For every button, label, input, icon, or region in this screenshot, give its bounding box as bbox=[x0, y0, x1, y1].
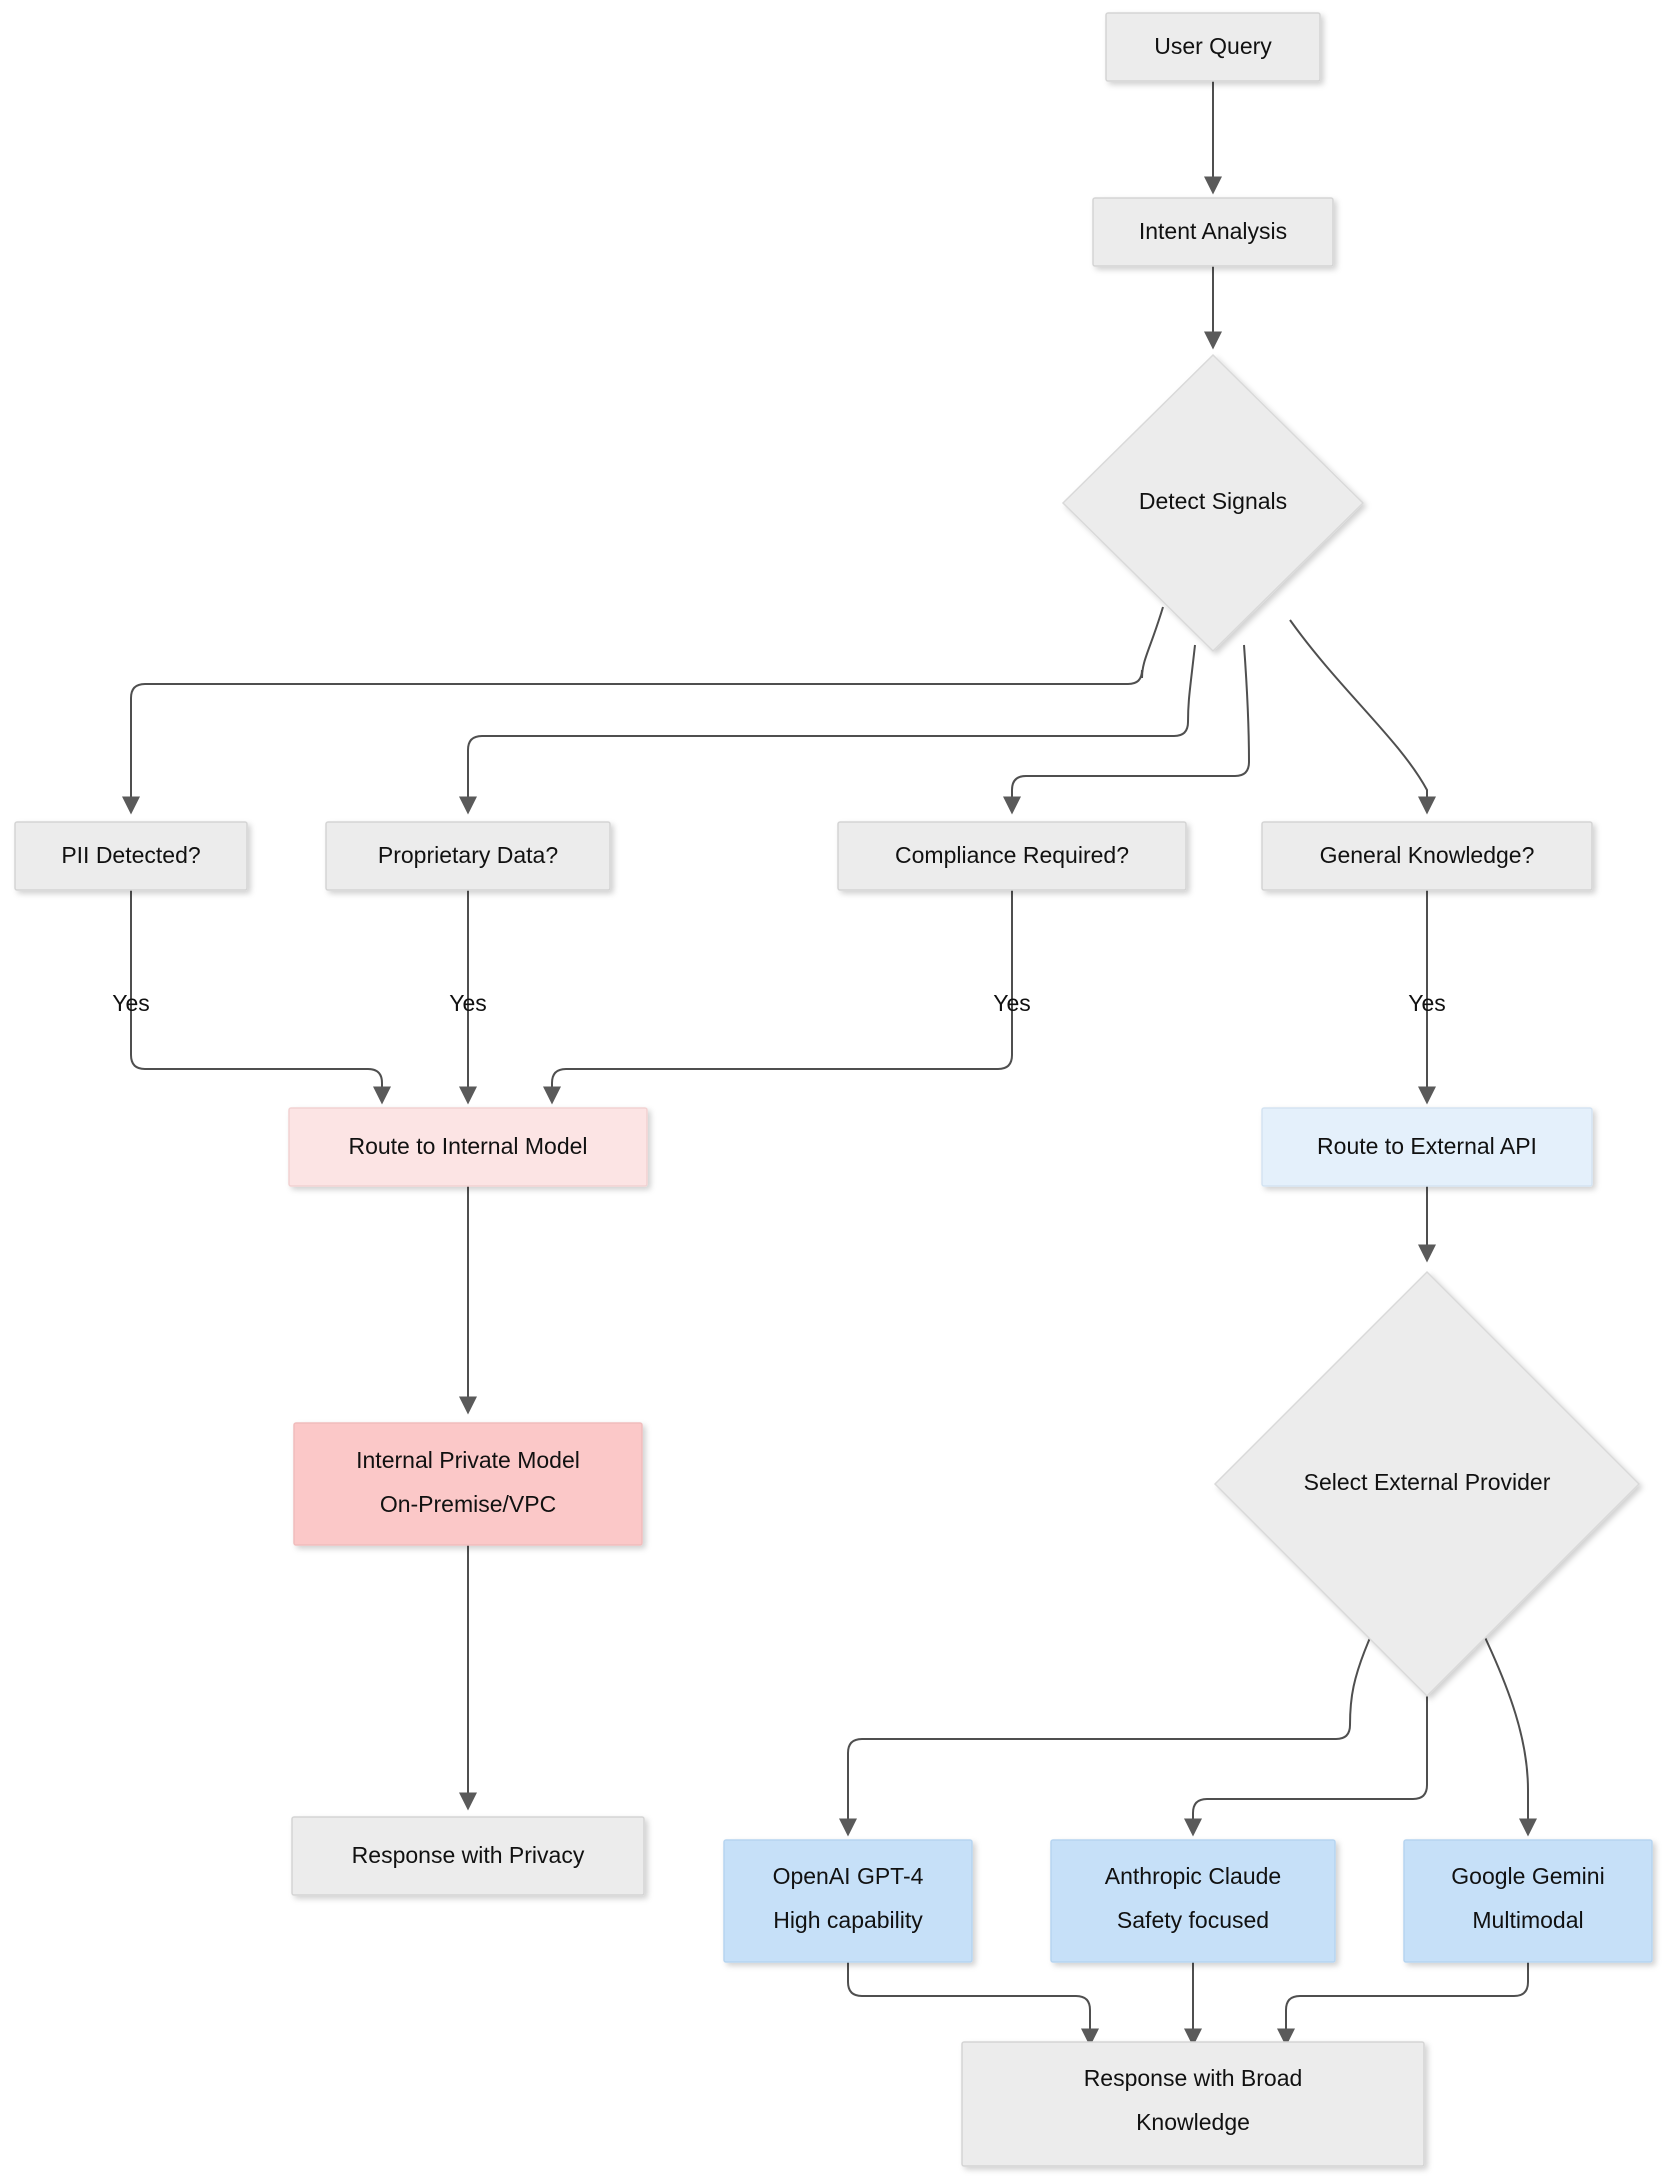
node-response-privacy-box[interactable] bbox=[291, 1816, 645, 1896]
edge-detect-signals-to-pii-detected bbox=[122, 606, 1164, 815]
edge-label-yes-compliance: Yes bbox=[993, 990, 1031, 1016]
node-route-internal-model[interactable]: Route to Internal Model bbox=[288, 1107, 648, 1187]
node-pii-detected-box[interactable] bbox=[14, 821, 248, 891]
edge-pii-detected-to-route-internal bbox=[130, 890, 391, 1105]
edge-detect-signals-to-proprietary-data bbox=[459, 644, 1196, 815]
node-intent-analysis-box[interactable] bbox=[1092, 197, 1334, 267]
node-google-gemini-label-line2: Multimodal bbox=[1472, 1907, 1583, 1933]
node-select-external-provider-diamond[interactable] bbox=[1213, 1270, 1641, 1698]
node-layer: User Query Intent Analysis Detect Signal… bbox=[14, 12, 1653, 2167]
node-google-gemini-box[interactable] bbox=[1403, 1839, 1653, 1963]
edge-openai-gpt4-to-response-broad bbox=[847, 1940, 1099, 2047]
node-route-external-api-box[interactable] bbox=[1261, 1107, 1593, 1187]
node-intent-analysis-label: Intent Analysis bbox=[1139, 218, 1287, 244]
node-response-privacy-label: Response with Privacy bbox=[352, 1842, 585, 1868]
node-user-query-label: User Query bbox=[1154, 33, 1272, 59]
node-select-external-provider-label: Select External Provider bbox=[1304, 1469, 1551, 1495]
edge-google-gemini-to-response-broad bbox=[1277, 1940, 1529, 2047]
node-response-broad-knowledge[interactable]: Response with Broad Knowledge bbox=[961, 2041, 1425, 2167]
node-user-query-box[interactable] bbox=[1105, 12, 1321, 82]
node-openai-gpt4[interactable]: OpenAI GPT-4 High capability bbox=[723, 1839, 973, 1963]
node-internal-private-model-label-line1: Internal Private Model bbox=[356, 1447, 580, 1473]
edge-detect-signals-to-general-knowledge bbox=[1289, 619, 1436, 815]
edge-select-provider-to-anthropic-claude bbox=[1184, 1696, 1428, 1837]
node-proprietary-data-label: Proprietary Data? bbox=[378, 842, 558, 868]
node-general-knowledge-label: General Knowledge? bbox=[1320, 842, 1535, 868]
edge-label-yes-general: Yes bbox=[1408, 990, 1446, 1016]
node-internal-private-model[interactable]: Internal Private Model On-Premise/VPC bbox=[293, 1422, 643, 1546]
node-detect-signals-label: Detect Signals bbox=[1139, 488, 1287, 514]
node-response-privacy[interactable]: Response with Privacy bbox=[291, 1816, 645, 1896]
node-proprietary-data-box[interactable] bbox=[325, 821, 611, 891]
edge-label-layer: Yes Yes Yes Yes bbox=[112, 990, 1446, 1016]
edge-detect-signals-to-compliance-required bbox=[1003, 644, 1251, 815]
node-response-broad-knowledge-label-line1: Response with Broad bbox=[1084, 2065, 1303, 2091]
node-detect-signals-diamond[interactable] bbox=[1061, 353, 1365, 653]
node-proprietary-data[interactable]: Proprietary Data? bbox=[325, 821, 611, 891]
node-google-gemini[interactable]: Google Gemini Multimodal bbox=[1403, 1839, 1653, 1963]
node-route-external-api[interactable]: Route to External API bbox=[1261, 1107, 1593, 1187]
node-route-internal-model-label: Route to Internal Model bbox=[348, 1133, 587, 1159]
node-openai-gpt4-label-line2: High capability bbox=[773, 1907, 923, 1933]
node-pii-detected[interactable]: PII Detected? bbox=[14, 821, 248, 891]
node-compliance-required-box[interactable] bbox=[837, 821, 1187, 891]
node-route-internal-model-box[interactable] bbox=[288, 1107, 648, 1187]
node-pii-detected-label: PII Detected? bbox=[61, 842, 200, 868]
edge-label-yes-proprietary: Yes bbox=[449, 990, 487, 1016]
node-internal-private-model-box[interactable] bbox=[293, 1422, 643, 1546]
node-response-broad-knowledge-label-line2: Knowledge bbox=[1136, 2109, 1250, 2135]
node-route-external-api-label: Route to External API bbox=[1317, 1133, 1537, 1159]
node-general-knowledge[interactable]: General Knowledge? bbox=[1261, 821, 1593, 891]
node-internal-private-model-label-line2: On-Premise/VPC bbox=[380, 1491, 556, 1517]
edge-compliance-required-to-route-internal bbox=[543, 890, 1013, 1105]
edge-select-provider-to-openai-gpt4 bbox=[839, 1630, 1374, 1837]
node-anthropic-claude[interactable]: Anthropic Claude Safety focused bbox=[1050, 1839, 1336, 1963]
node-response-broad-knowledge-box[interactable] bbox=[961, 2041, 1425, 2167]
node-user-query[interactable]: User Query bbox=[1105, 12, 1321, 82]
node-anthropic-claude-label-line2: Safety focused bbox=[1117, 1907, 1269, 1933]
edge-layer bbox=[122, 81, 1537, 2047]
node-openai-gpt4-label-line1: OpenAI GPT-4 bbox=[773, 1863, 924, 1889]
node-anthropic-claude-box[interactable] bbox=[1050, 1839, 1336, 1963]
node-select-external-provider[interactable]: Select External Provider bbox=[1213, 1270, 1641, 1698]
edge-label-yes-pii: Yes bbox=[112, 990, 150, 1016]
node-general-knowledge-box[interactable] bbox=[1261, 821, 1593, 891]
node-compliance-required-label: Compliance Required? bbox=[895, 842, 1129, 868]
edge-select-provider-to-google-gemini bbox=[1481, 1630, 1537, 1837]
node-intent-analysis[interactable]: Intent Analysis bbox=[1092, 197, 1334, 267]
node-compliance-required[interactable]: Compliance Required? bbox=[837, 821, 1187, 891]
node-openai-gpt4-box[interactable] bbox=[723, 1839, 973, 1963]
node-google-gemini-label-line1: Google Gemini bbox=[1451, 1863, 1604, 1889]
node-anthropic-claude-label-line1: Anthropic Claude bbox=[1105, 1863, 1281, 1889]
node-detect-signals[interactable]: Detect Signals bbox=[1061, 353, 1365, 653]
